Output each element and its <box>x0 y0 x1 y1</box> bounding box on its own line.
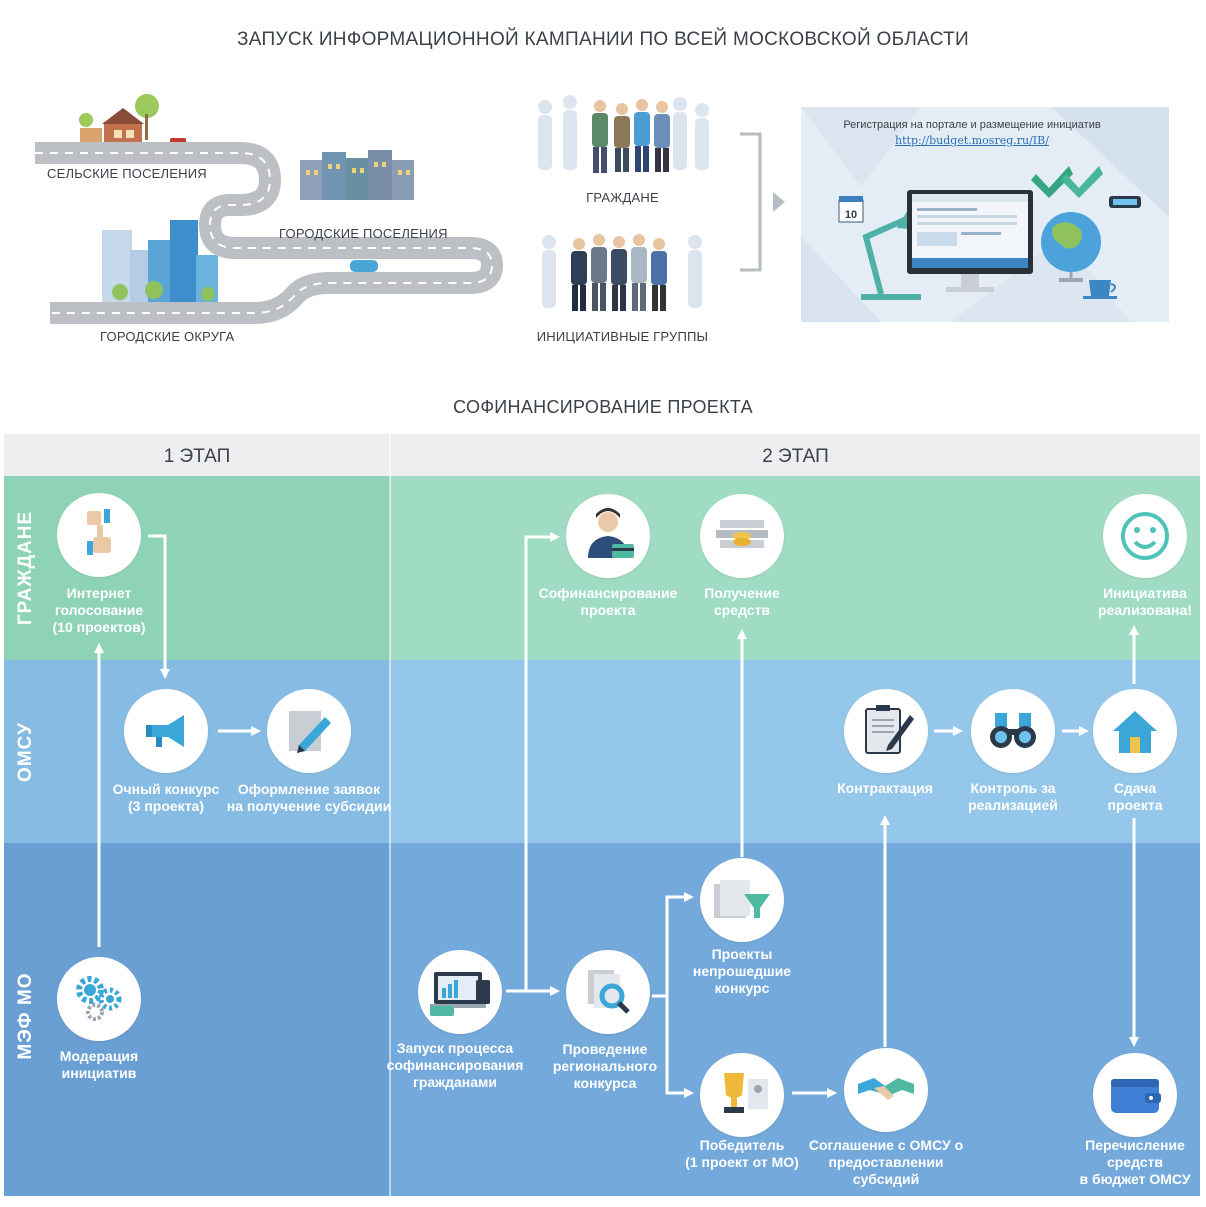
handover-caption: Сдача проекта <box>1107 780 1163 813</box>
transfer-step <box>1093 1053 1177 1137</box>
workplace-illustration: 10 <box>838 166 1141 300</box>
portal-link[interactable]: http://budget.mosreg.ru/IB/ <box>895 134 1049 147</box>
row-label-citizens: ГРАЖДАНЕ <box>15 510 36 626</box>
initiative-groups-icon <box>542 234 702 311</box>
smiley-icon <box>1121 512 1169 560</box>
rural-houses-icon <box>79 94 186 146</box>
thumbs-icon <box>87 509 111 555</box>
megaphone-icon <box>146 715 184 747</box>
launch-step <box>418 950 502 1034</box>
row-label-mef: МЭФ МО <box>15 972 36 1060</box>
clipboard-pen-icon <box>865 705 914 754</box>
stage1-header: 1 ЭТАП <box>163 446 231 467</box>
initiative-groups-label: ИНИЦИАТИВНЫЕ ГРУППЫ <box>536 329 709 344</box>
regional-contest-step <box>566 950 650 1034</box>
handshake-icon <box>858 1078 914 1100</box>
agreement-caption: Соглашение с ОМСУ о предоставлении субси… <box>808 1137 964 1187</box>
application-step <box>267 689 351 773</box>
town-houses-icon <box>300 150 414 200</box>
stage-divider <box>389 434 391 1196</box>
contracting-caption: Контрактация <box>837 780 933 796</box>
portal-panel: Регистрация на портале и размещение иниц… <box>801 107 1169 322</box>
laptop-chart-icon <box>430 972 490 1016</box>
moderation-step <box>57 957 141 1041</box>
not-passed-caption: Проекты непрошедшие конкурс <box>692 946 792 996</box>
stage-header <box>4 434 1200 476</box>
in-person-contest-step <box>124 689 208 773</box>
districts-label: ГОРОДСКИЕ ОКРУГА <box>100 329 235 344</box>
calendar-day: 10 <box>845 209 857 221</box>
winner-caption: Победитель (1 проект от МО) <box>685 1137 799 1170</box>
control-step <box>971 689 1055 773</box>
receive-funds-step <box>700 494 784 578</box>
portal-background-pattern <box>801 107 1169 322</box>
coins-bricks-icon <box>716 520 768 548</box>
application-caption: Оформление заявок на получение субсидии <box>226 781 392 814</box>
internet-vote-step <box>57 493 141 577</box>
bracket-arrow-icon <box>740 132 785 272</box>
not-passed-step <box>700 858 784 942</box>
stage2-header: 2 ЭТАП <box>762 446 829 467</box>
transfer-caption: Перечисление средств в бюджет ОМСУ <box>1079 1137 1191 1187</box>
city-buildings-icon <box>102 220 218 305</box>
moderation-caption: Модерация инициатив <box>59 1048 139 1081</box>
folder-funnel-icon <box>714 880 770 918</box>
realized-step <box>1103 494 1187 578</box>
control-caption: Контроль за реализацией <box>968 780 1058 813</box>
internet-vote-caption: Интернет голосование (10 проектов) <box>52 585 146 635</box>
in-person-contest-caption: Очный конкурс (3 проекта) <box>112 781 220 814</box>
campaign-title: ЗАПУСК ИНФОРМАЦИОННОЙ КАМПАНИИ ПО ВСЕЙ М… <box>237 29 969 50</box>
agreement-step <box>844 1048 928 1132</box>
portal-text: Регистрация на портале и размещение иниц… <box>843 119 1101 131</box>
regional-contest-caption: Проведение регионального конкурса <box>552 1041 658 1091</box>
row-label-omsu: ОМСУ <box>15 722 36 782</box>
binoculars-icon <box>990 713 1036 748</box>
person-card-icon <box>588 508 634 558</box>
trophy-icon <box>724 1073 768 1113</box>
realized-caption: Инициатива реализована! <box>1098 585 1192 618</box>
citizens-label: ГРАЖДАНЕ <box>586 190 659 205</box>
documents-magnifier-icon <box>588 970 630 1014</box>
rural-label: СЕЛЬСКИЕ ПОСЕЛЕНИЯ <box>47 166 207 181</box>
process-title: СОФИНАНСИРОВАНИЕ ПРОЕКТА <box>453 397 753 417</box>
contracting-step <box>844 689 928 773</box>
urban-label: ГОРОДСКИЕ ПОСЕЛЕНИЯ <box>279 226 448 241</box>
gears-icon <box>76 976 122 1021</box>
road-illustration <box>35 94 503 324</box>
receive-funds-caption: Получение средств <box>704 585 780 618</box>
document-pen-icon <box>289 711 331 753</box>
cofinancing-step <box>566 494 650 578</box>
handover-step <box>1093 689 1177 773</box>
citizens-people-icon <box>538 95 709 173</box>
wallet-icon <box>1111 1079 1161 1113</box>
winner-step <box>700 1053 784 1137</box>
house-icon <box>1113 711 1157 753</box>
cofinancing-caption: Софинансирование проекта <box>538 585 678 618</box>
launch-caption: Запуск процесса софинансирования граждан… <box>386 1040 524 1090</box>
